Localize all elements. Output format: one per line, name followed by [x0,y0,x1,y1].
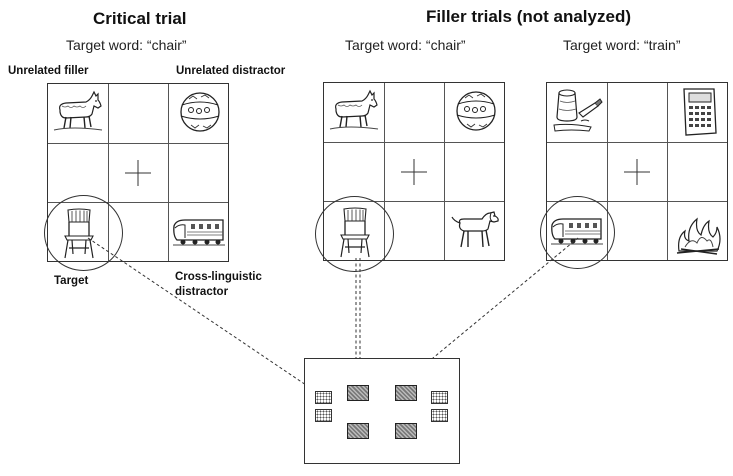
cross-linguistic-label-line1: Cross-linguistic [175,271,262,283]
paint-supplies-icon [553,89,603,132]
layout-box-bottom-right [395,423,417,439]
target-label: Target [54,275,89,287]
filler-trials-title: Filler trials (not analyzed) [426,7,631,26]
layout-dot-left-bottom [315,409,332,422]
goat-icon [53,90,103,131]
cross-linguistic-label-line2: distractor [175,286,229,298]
layout-box-top-left [347,385,369,401]
goat-icon [329,89,379,130]
layout-dot-left-top [315,391,332,404]
calculator-icon [683,88,717,136]
layout-box-bottom-left [347,423,369,439]
unrelated-distractor-label: Unrelated distractor [176,65,286,77]
critical-trial-title: Critical trial [93,9,187,28]
critical-target-word: Target word: “chair” [66,37,187,53]
fire-icon [676,217,721,255]
fixation-cross-icon [401,159,427,185]
filler1-target-word: Target word: “chair” [345,37,466,53]
target-highlight-circle [540,196,615,269]
ball-icon [456,91,496,131]
fixation-cross-icon [125,160,151,186]
target-highlight-circle [44,195,123,271]
unrelated-filler-label: Unrelated filler [8,65,89,77]
fixation-cross-icon [624,159,650,185]
layout-dot-right-top [431,391,448,404]
ball-icon [180,92,220,132]
layout-box-top-right [395,385,417,401]
layout-dot-right-bottom [431,409,448,422]
target-highlight-circle [315,196,394,272]
train-icon [173,219,225,246]
dog-icon [451,211,499,248]
screen-layout-schematic [304,358,460,464]
filler2-target-word: Target word: “train” [563,37,681,53]
